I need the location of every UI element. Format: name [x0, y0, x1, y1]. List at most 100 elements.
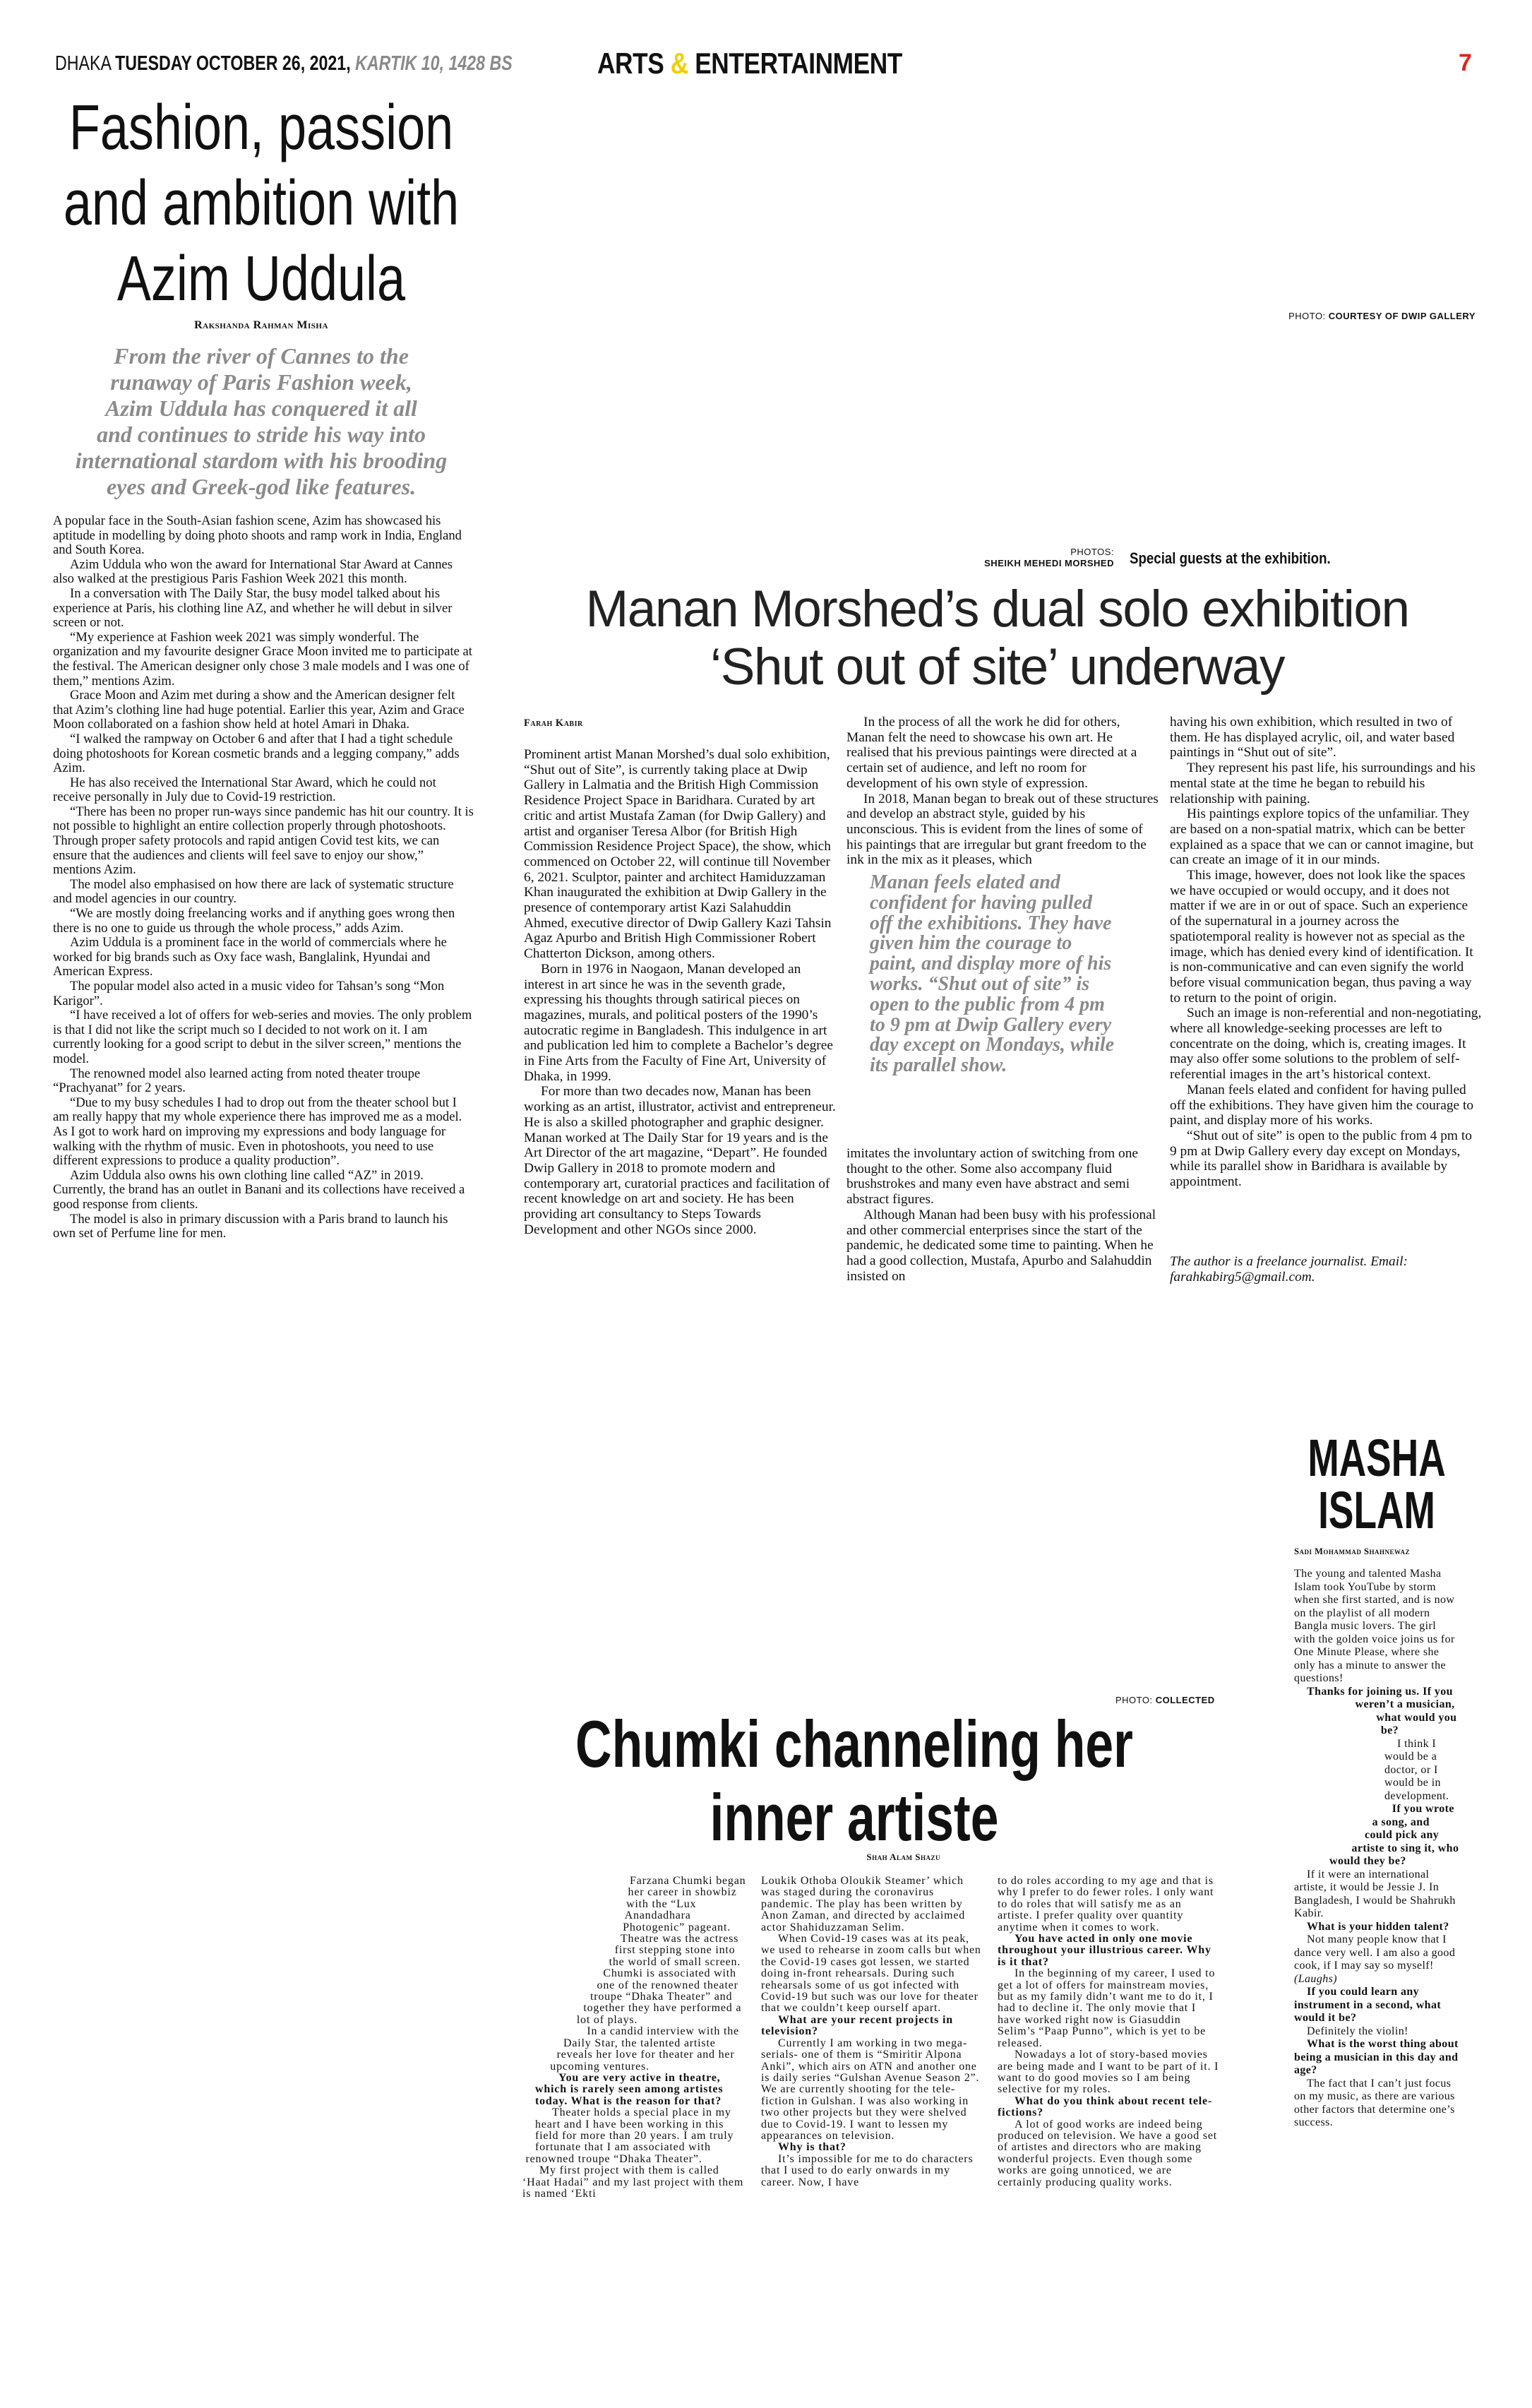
pull-quote-line: given him the courage to: [870, 932, 1072, 955]
photo-credit-name: COURTESY OF DWIP GALLERY: [1328, 311, 1476, 321]
paragraph: The model is also in primary discussion …: [53, 1211, 448, 1241]
paragraph: “We are mostly doing freelancing works a…: [53, 906, 455, 936]
interview-question: What do you think about recent tele-fict…: [998, 2094, 1219, 2119]
paragraph-text: If you wrote a song, and could pick any …: [1329, 1803, 1459, 1867]
paragraph-text: Farzana Chumki began her career in showb…: [576, 1875, 746, 2026]
pull-quote-line: off the exhibitions. They have: [870, 912, 1112, 934]
dateline-city: DHAKA: [55, 52, 111, 75]
deck-line: Azim Uddula has conquered it all: [105, 395, 417, 421]
masha-byline: Sadi Mohammad Shahnewaz: [1294, 1546, 1410, 1556]
paragraph: In a conversation with The Daily Star, t…: [53, 585, 453, 631]
headline-line: ‘Shut out of site’ underway: [710, 638, 1286, 696]
dateline-date: TUESDAY OCTOBER 26, 2021,: [115, 52, 351, 75]
paragraph: Nowadays a lot of story-based movies are…: [998, 2049, 1219, 2096]
interview-question: If you could learn any instrument in a s…: [1294, 1986, 1459, 2025]
azim-headline: Fashion, passion and ambition with Azim …: [52, 90, 470, 317]
azim-deck: From the river of Cannes to the runaway …: [0, 343, 522, 500]
paragraph-text: What is your hidden talent?: [1307, 1920, 1449, 1933]
manan-column-2-top: In the process of all the work he did fo…: [846, 715, 1159, 868]
manan-column-2-bottom: imitates the involuntary action of switc…: [846, 1146, 1159, 1284]
interview-question: You are very active in theatre, which is…: [522, 2071, 747, 2107]
paragraph-text: Currently I am working in two mega-seria…: [761, 2037, 980, 2142]
paragraph-text: You are very active in theatre, which is…: [535, 2071, 724, 2107]
paragraph: Although Manan had been busy with his pr…: [846, 1207, 1156, 1284]
photo-credit-label: PHOTOS:: [1070, 547, 1114, 557]
pull-quote-line: open to the public from 4 pm: [870, 993, 1105, 1015]
headline-line: Chumki channeling her: [575, 1707, 1133, 1781]
paragraph: Prominent artist Manan Morshed’s dual so…: [524, 747, 832, 962]
paragraph: Definitely the violin!: [1294, 2025, 1459, 2039]
paragraph: to do roles according to my age and that…: [998, 1875, 1219, 1933]
paragraph-text: I think I would be a doctor, or I would …: [1384, 1737, 1449, 1802]
manan-author-note: The author is a freelance journalist. Em…: [1170, 1254, 1408, 1285]
paragraph-text: A lot of good works are indeed being pro…: [998, 2118, 1218, 2188]
paragraph: Not many people know that I dance very w…: [1294, 1933, 1459, 1986]
paragraph: The popular model also acted in a music …: [53, 979, 445, 1008]
paragraph: In the process of all the work he did fo…: [846, 715, 1137, 791]
headline-line: Azim Uddula: [116, 244, 406, 314]
interview-question: What are your recent projects in televis…: [761, 2013, 981, 2038]
section-title-ampersand: &: [670, 47, 688, 80]
paragraph: “Shut out of site” is open to the public…: [1170, 1128, 1472, 1190]
paragraph: The renowned model also learned acting f…: [53, 1066, 421, 1096]
headline-line: Manan Morshed’s dual solo exhibition: [585, 580, 1410, 638]
paragraph: A lot of good works are indeed being pro…: [998, 2118, 1219, 2188]
paragraph: Azim Uddula who won the award for Intern…: [53, 556, 453, 587]
manan-headline: Manan Morshed’s dual solo exhibition ‘Sh…: [494, 580, 1500, 696]
paragraph: The fact that I can’t just focus on my m…: [1294, 2078, 1459, 2130]
paragraph-text: The fact that I can’t just focus on my m…: [1294, 2077, 1455, 2129]
paragraph-text: If it were an international artiste, it …: [1294, 1868, 1456, 1920]
paragraph: A popular face in the South-Asian fashio…: [53, 513, 462, 558]
interview-question: If you wrote a song, and could pick any …: [1294, 1803, 1459, 1868]
paragraph: When Covid-19 cases was at its peak, we …: [761, 1933, 981, 2015]
paragraph-text: What is the worst thing about being a mu…: [1294, 2038, 1459, 2076]
manan-column-1: Prominent artist Manan Morshed’s dual so…: [524, 747, 836, 1238]
paragraph: The young and talented Masha Islam took …: [1294, 1568, 1459, 1686]
paragraph: “I have received a lot of offers for web…: [53, 1008, 472, 1066]
paragraph: Manan feels elated and confident for hav…: [1170, 1082, 1474, 1128]
deck-line: and continues to stride his way into: [97, 422, 426, 447]
paragraph-text: What do you think about recent tele-fict…: [998, 2094, 1213, 2119]
headline-line: and ambition with: [63, 168, 460, 239]
paragraph-text: to do roles according to my age and that…: [998, 1875, 1214, 1933]
section-title-left: ARTS: [597, 47, 671, 80]
paragraph: He has also received the International S…: [53, 775, 436, 805]
aside-text: (Laughs): [1294, 1972, 1337, 1985]
paragraph-text: What are your recent projects in televis…: [761, 2013, 953, 2038]
paragraph-text: Definitely the violin!: [1307, 2025, 1408, 2037]
paragraph-text: It’s impossible for me to do characters …: [761, 2152, 974, 2188]
interview-question: What is your hidden talent?: [1294, 1921, 1459, 1934]
azim-byline: Rakshanda Rahman Misha: [194, 319, 328, 331]
paragraph-text: If you could learn any instrument in a s…: [1294, 1986, 1442, 2024]
paragraph: In a candid interview with the Daily Sta…: [522, 2026, 747, 2073]
paragraph: Loukik Othoba Oloukik Steamer’ which was…: [761, 1875, 981, 1933]
azim-article-body: A popular face in the South-Asian fashio…: [53, 513, 474, 1241]
headline-line: Fashion, passion: [68, 93, 454, 163]
paragraph: Grace Moon and Azim met during a show an…: [53, 688, 465, 732]
chumki-headline: Chumki channeling her inner artiste: [559, 1707, 1149, 1854]
pull-quote-line: confident for having pulled: [870, 891, 1093, 914]
headline-line: MASHA: [1307, 1429, 1446, 1487]
paragraph-text: In a candid interview with the Daily Sta…: [550, 2025, 739, 2073]
paragraph: His paintings explore topics of the unfa…: [1170, 806, 1474, 868]
paragraph-text: My first project with them is called ‘Ha…: [522, 2164, 744, 2200]
paragraph: “I walked the rampway on October 6 and a…: [53, 731, 460, 776]
manan-byline: Farah Kabir: [524, 717, 583, 729]
deck-line: international stardom with his brooding: [75, 448, 448, 473]
paragraph: Such an image is non-referential and non…: [1170, 1006, 1482, 1083]
paragraph-text: The young and talented Masha Islam took …: [1294, 1568, 1455, 1684]
paragraph: In the beginning of my career, I used to…: [998, 1968, 1219, 2049]
dateline-bangla-date: KARTIK 10, 1428 BS: [355, 52, 513, 75]
masha-interview-body: The young and talented Masha Islam took …: [1294, 1568, 1459, 2130]
chumki-photo-credit: PHOTO: COLLECTED: [1115, 1695, 1215, 1705]
headline-line: inner artiste: [710, 1780, 999, 1854]
photo-credit-label: PHOTO:: [1288, 311, 1329, 321]
photo-credit-name: COLLECTED: [1155, 1695, 1215, 1705]
manan-photo-credit: PHOTOS: SHEIKH MEHEDI MORSHED: [984, 547, 1114, 569]
paragraph-text: Why is that?: [778, 2141, 846, 2154]
interview-question: Why is that?: [761, 2142, 981, 2153]
section-title: ARTS & ENTERTAINMENT: [597, 47, 902, 81]
page-number: 7: [1459, 49, 1472, 76]
paragraph-text: Not many people know that I dance very w…: [1294, 1933, 1456, 1972]
paragraph: It’s impossible for me to do characters …: [761, 2152, 981, 2188]
